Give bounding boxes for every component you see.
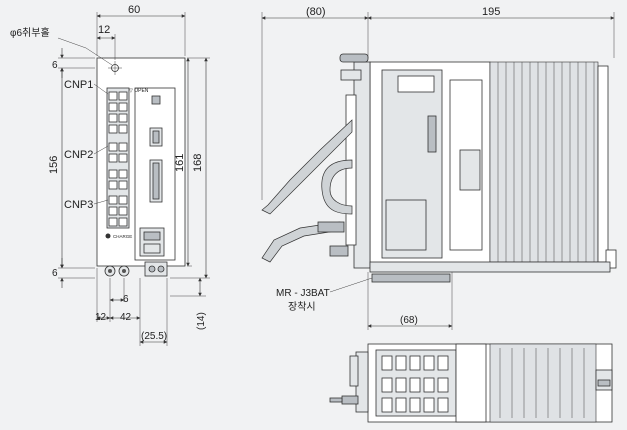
dim-bottom-42: 42 [120, 312, 132, 323]
cnp2-label: CNP2 [64, 149, 93, 161]
side-view: (80) 195 [261, 6, 617, 330]
front-view: CHARGE ▽ OPEN CNP1 CNP2 CNP3 60 [10, 4, 210, 346]
heat-sink [489, 61, 617, 269]
dim-14: (14) [196, 312, 207, 330]
hole-note: φ6취부홀 [10, 26, 50, 39]
terminal-blocks [108, 91, 128, 227]
charge-lamp [105, 233, 111, 239]
cnp1-label: CNP1 [64, 79, 93, 91]
dim-depth-195: 195 [482, 6, 500, 18]
usb-connector [151, 95, 161, 105]
bottom-connector [144, 261, 168, 277]
bottom-vents [381, 355, 449, 413]
dim-top-6: 6 [52, 60, 58, 71]
cnp3-label: CNP3 [64, 199, 93, 211]
dim-hole-12: 12 [98, 24, 110, 36]
dim-bottom-6: 6 [52, 268, 58, 279]
battery-label: MR - J3BAT [276, 288, 330, 299]
dim-bottom-12: 12 [95, 312, 107, 323]
dim-bottom-25-5: (25.5) [141, 331, 167, 342]
dim-depth-80: (80) [306, 6, 326, 18]
dim-height-168: 168 [192, 154, 204, 172]
dim-depth-68: (68) [400, 315, 418, 326]
dim-height-161: 161 [174, 154, 186, 172]
cables [261, 119, 353, 263]
dim-height-156: 156 [48, 156, 60, 174]
dim-width-60: 60 [128, 4, 140, 16]
open-label: ▽ OPEN [129, 88, 149, 94]
dim-bottom-6b: 6 [123, 294, 129, 305]
charge-label: CHARGE [113, 234, 132, 239]
battery-note: 장착시 [288, 301, 316, 313]
bottom-view [329, 343, 613, 423]
